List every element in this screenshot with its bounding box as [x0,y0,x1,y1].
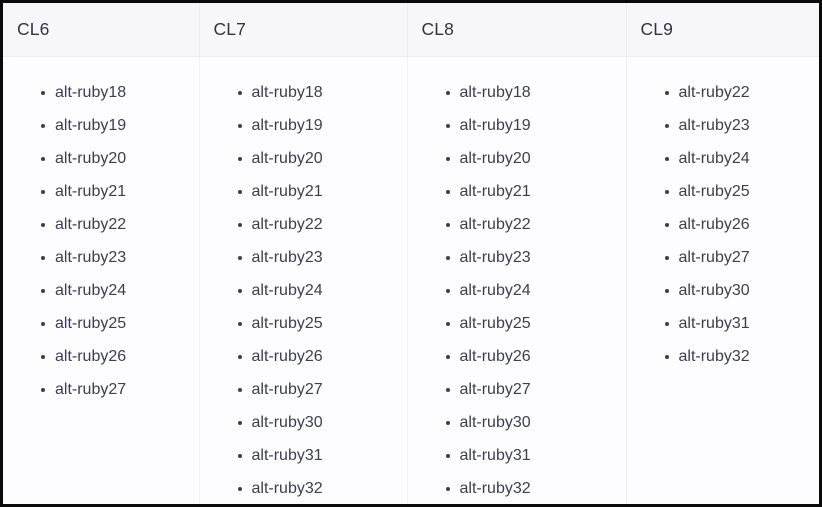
column-header-cl9[interactable]: CL9 [626,3,819,57]
list-item: alt-ruby31 [627,307,820,340]
list-item: alt-ruby27 [200,373,407,406]
column-header-cl8[interactable]: CL8 [407,3,627,57]
list-item: alt-ruby32 [408,472,626,504]
list-item: alt-ruby25 [3,307,199,340]
list-item: alt-ruby24 [408,274,626,307]
list-item: alt-ruby24 [627,142,820,175]
list-item: alt-ruby22 [3,208,199,241]
list-item: alt-ruby22 [408,208,626,241]
column-header-cl6[interactable]: CL6 [3,3,200,57]
list-item: alt-ruby23 [627,109,820,142]
list-item: alt-ruby25 [408,307,626,340]
list-item: alt-ruby19 [200,109,407,142]
list-item: alt-ruby21 [408,175,626,208]
list-item: alt-ruby27 [3,373,199,406]
list-item: alt-ruby24 [3,274,199,307]
list-item: alt-ruby27 [408,373,626,406]
list-item: alt-ruby25 [200,307,407,340]
list-item: alt-ruby19 [3,109,199,142]
list-item: alt-ruby30 [408,406,626,439]
list-item: alt-ruby31 [408,439,626,472]
list-item: alt-ruby19 [408,109,626,142]
list-item: alt-ruby30 [200,406,407,439]
list-item: alt-ruby23 [200,241,407,274]
table-header: CL6 CL7 CL8 CL9 [3,3,819,57]
list-item: alt-ruby23 [3,241,199,274]
list-item: alt-ruby25 [627,175,820,208]
list-item: alt-ruby32 [200,472,407,504]
list-item: alt-ruby20 [3,142,199,175]
list-item: alt-ruby27 [627,241,820,274]
list-item: alt-ruby32 [627,340,820,373]
list-item: alt-ruby26 [3,340,199,373]
list-item: alt-ruby31 [200,439,407,472]
list-item: alt-ruby26 [408,340,626,373]
list-item: alt-ruby23 [408,241,626,274]
list-item: alt-ruby20 [408,142,626,175]
list-item: alt-ruby21 [200,175,407,208]
list-item: alt-ruby18 [200,76,407,109]
list-item: alt-ruby30 [627,274,820,307]
list-item: alt-ruby26 [200,340,407,373]
list-item: alt-ruby18 [408,76,626,109]
list-item: alt-ruby26 [627,208,820,241]
column-header-cl7[interactable]: CL7 [199,3,408,57]
list-item: alt-ruby24 [200,274,407,307]
list-item: alt-ruby22 [627,76,820,109]
list-item: alt-ruby20 [200,142,407,175]
list-item: alt-ruby18 [3,76,199,109]
list-item: alt-ruby22 [200,208,407,241]
header-row: CL6 CL7 CL8 CL9 [3,3,819,57]
list-item: alt-ruby21 [3,175,199,208]
